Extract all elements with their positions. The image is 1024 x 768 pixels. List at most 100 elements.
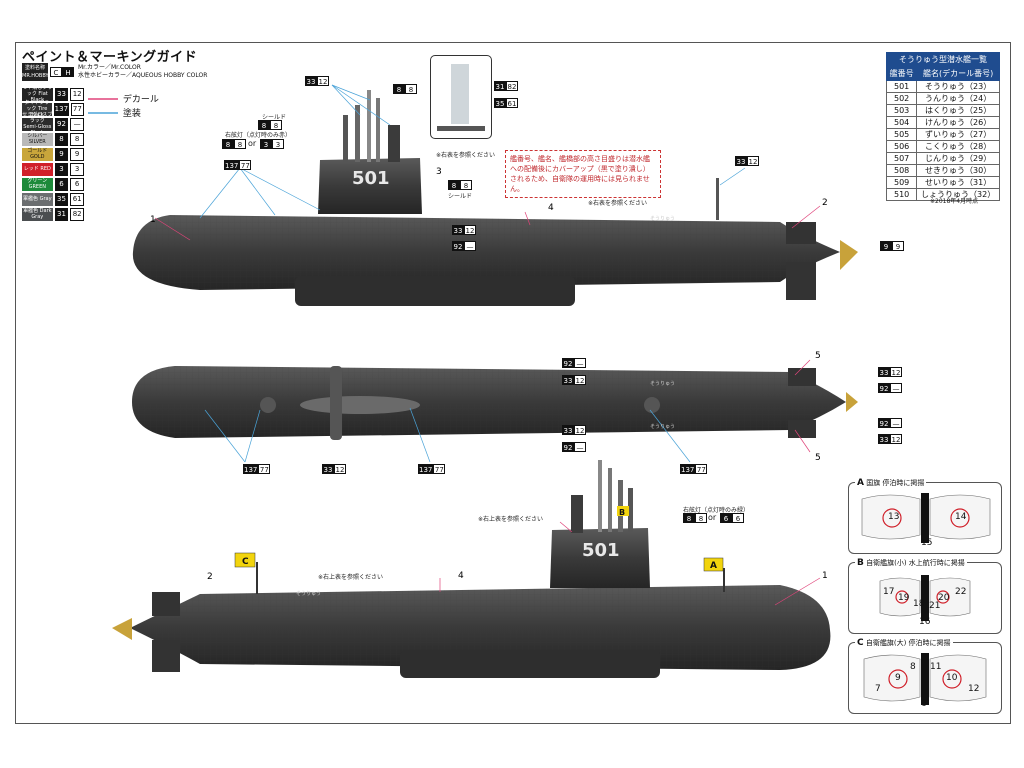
- legend-c-code: 33: [54, 87, 69, 101]
- see-right-label-2: ※右表を参照ください: [588, 200, 648, 207]
- legend-c-code: 137: [53, 102, 69, 116]
- hull-number-bottom: 501: [582, 540, 620, 561]
- legend-c-code: 35: [54, 192, 69, 206]
- legend-swatch: 軍艦色 Gray: [22, 192, 53, 206]
- right-light-red-label: 右舷灯（点灯時のみ赤）: [225, 132, 292, 139]
- decal-key-label: デカール: [122, 95, 159, 105]
- table-cell-number: 510: [885, 188, 918, 201]
- decal-7: 7: [875, 684, 881, 694]
- legend-h-code: 77: [70, 102, 84, 116]
- callout-2-top: 2: [822, 198, 828, 208]
- legend-swatch: ゴールド GOLD: [22, 147, 53, 161]
- table-cell-name: しょうりゅう（32）: [916, 188, 1000, 201]
- table-cell-number: 504: [885, 116, 918, 129]
- brand-tag: 塗料名称 MR.HOBBY: [22, 63, 49, 81]
- legend-swatch: グリーン GREEN: [22, 177, 53, 191]
- decal-22: 22: [955, 587, 967, 597]
- legend-swatch: シルバー SILVER: [22, 132, 53, 146]
- callout-3: 3: [436, 167, 442, 177]
- paint-key-label: 塗装: [122, 109, 141, 119]
- side-view-port: 501 C A B: [112, 460, 831, 678]
- see-right-label-1: ※右表を参照ください: [436, 152, 496, 159]
- code-92-hull: 92—: [452, 241, 476, 251]
- panel-a-title: 国旗 停泊時に掲揚: [866, 479, 925, 487]
- legend-h-code: 6: [70, 177, 84, 191]
- table-cell-number: 501: [885, 80, 918, 93]
- legend-c-code: 92: [54, 117, 69, 131]
- table-cell-name: うんりゅう（24）: [916, 92, 1000, 105]
- decal-19: 19: [898, 593, 910, 603]
- flag-b-label: B: [619, 508, 625, 517]
- decal-11: 11: [930, 662, 942, 672]
- table-cell-name: はくりゅう（25）: [916, 104, 1000, 117]
- hull-number-top: 501: [352, 168, 390, 189]
- legend-swatch: タイヤブラック Tire Black: [22, 100, 52, 118]
- see-above-label-2: ※右上表を参照ください: [318, 574, 384, 581]
- table-cell-name: せきりゅう（30）: [916, 164, 1000, 177]
- legend-c-code: 9: [54, 147, 69, 161]
- legend-c-code: 3: [54, 162, 69, 176]
- table-cell-number: 509: [885, 176, 918, 189]
- paint-key: 塗装: [88, 106, 141, 119]
- or-label-2: or: [708, 513, 717, 522]
- top-view: [132, 366, 858, 440]
- hull-name-bottom: そうりゅう: [296, 590, 321, 597]
- hull-name-deck-2: そうりゅう: [650, 423, 675, 430]
- legend-h-code: 8: [70, 132, 84, 146]
- callout-2-bottom: 2: [207, 572, 213, 582]
- legend-h-code: 82: [70, 207, 84, 221]
- panel-c-title: 自衛艦旗(大) 停泊時に掲揚: [865, 639, 951, 647]
- legend-c-code: 6: [54, 177, 69, 191]
- decal-8: 8: [910, 662, 916, 672]
- hull-name-deck-1: そうりゅう: [650, 380, 675, 387]
- code-92-rudder-2: 92—: [878, 418, 902, 428]
- decal-9: 9: [895, 673, 901, 683]
- panel-c-ensign-large: C 自衛艦旗(大) 停泊時に掲揚 7 9 8 11 10 12 6: [848, 638, 1002, 714]
- paint-brand-header: 塗料名称 MR.HOBBY C H Mr.カラー／Mr.COLOR 水性ホビーカ…: [22, 63, 207, 81]
- decal-21: 21: [929, 601, 941, 611]
- legend-h-code: 12: [70, 87, 84, 101]
- panel-b-ensign-small: B 自衛艦旗(小) 水上航行時に掲揚 17 19 18 20 21 22 16: [848, 558, 1002, 634]
- legend-swatch: レッド RED: [22, 162, 53, 176]
- flag-c-label: C: [242, 557, 249, 567]
- paint-leader-lines: [199, 84, 746, 463]
- legend-h-code: 61: [70, 192, 84, 206]
- table-cell-name: せいりゅう（31）: [916, 176, 1000, 189]
- see-above-label-1: ※右上表を参照ください: [478, 516, 544, 523]
- table-cell-name: ずいりゅう（27）: [916, 128, 1000, 141]
- table-cell-number: 507: [885, 152, 918, 165]
- callout-4-top: 4: [548, 203, 554, 213]
- seal-label-top: シールド: [262, 114, 287, 121]
- legend-c-code: 31: [54, 207, 69, 221]
- panel-b-drawing: [879, 575, 971, 621]
- c-desc: Mr.カラー／Mr.COLOR: [78, 64, 141, 71]
- page-title: ペイント＆マーキングガイド: [22, 50, 198, 65]
- legend-h-code: —: [70, 117, 84, 131]
- table-cell-name: そうりゅう（23）: [916, 80, 1000, 93]
- legend-swatch: つや消しブラック Flat Black: [22, 85, 53, 103]
